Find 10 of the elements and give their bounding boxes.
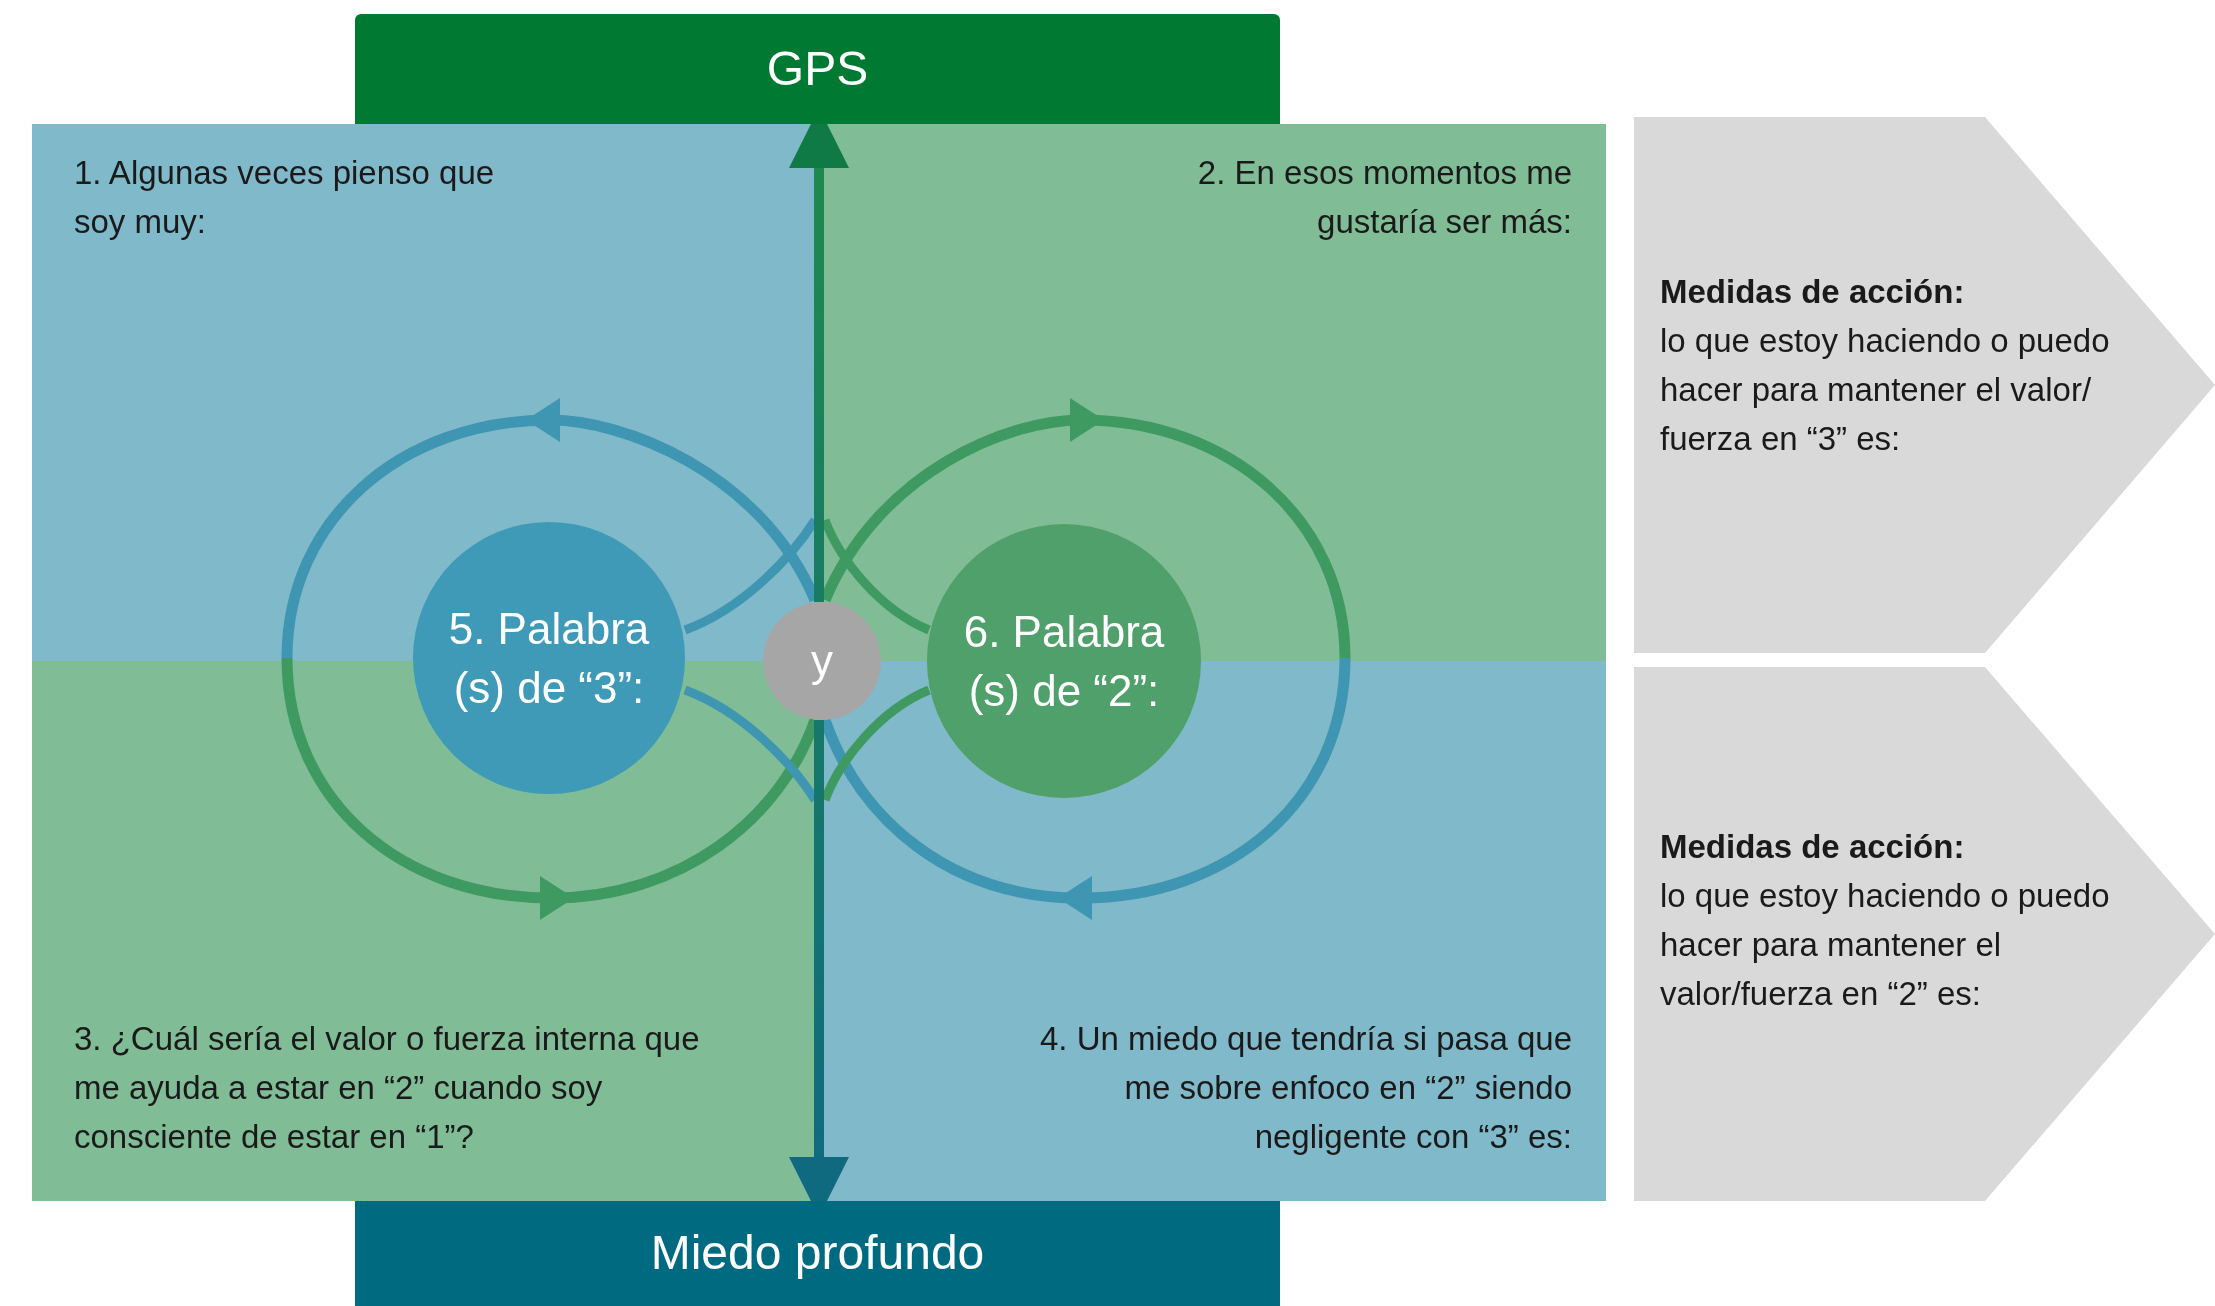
question-text: 4. Un miedo que tendría si pasa que me sobre enfoco en “2” siendo negligente con “3” es: — [1039, 1019, 1572, 1157]
heading-text: Medidas de acción: — [1660, 827, 1966, 867]
body-text: lo que estoy haciendo o puedo hacer para mantener el valor/ fuerza en “3” es: — [1660, 321, 2111, 459]
question-text: 2. En esos momentos me gustaría ser más: — [1196, 153, 1572, 242]
heading-band: GPS — [355, 14, 1280, 124]
body-text: lo que estoy haciendo o puedo hacer para mantener el valor/fuerza en “2” es: — [1660, 876, 2111, 1014]
heading-band: Miedo profundo — [355, 1201, 1280, 1306]
heading-text: Medidas de acción: — [1660, 272, 1966, 312]
question-text: 1. Algunas veces pienso que soy muy: — [74, 153, 496, 242]
question-text: 3. ¿Cuál sería el valor o fuerza interna que me ayuda a estar en “2” cuando soy consciente de estar en “1”? — [74, 1019, 701, 1157]
